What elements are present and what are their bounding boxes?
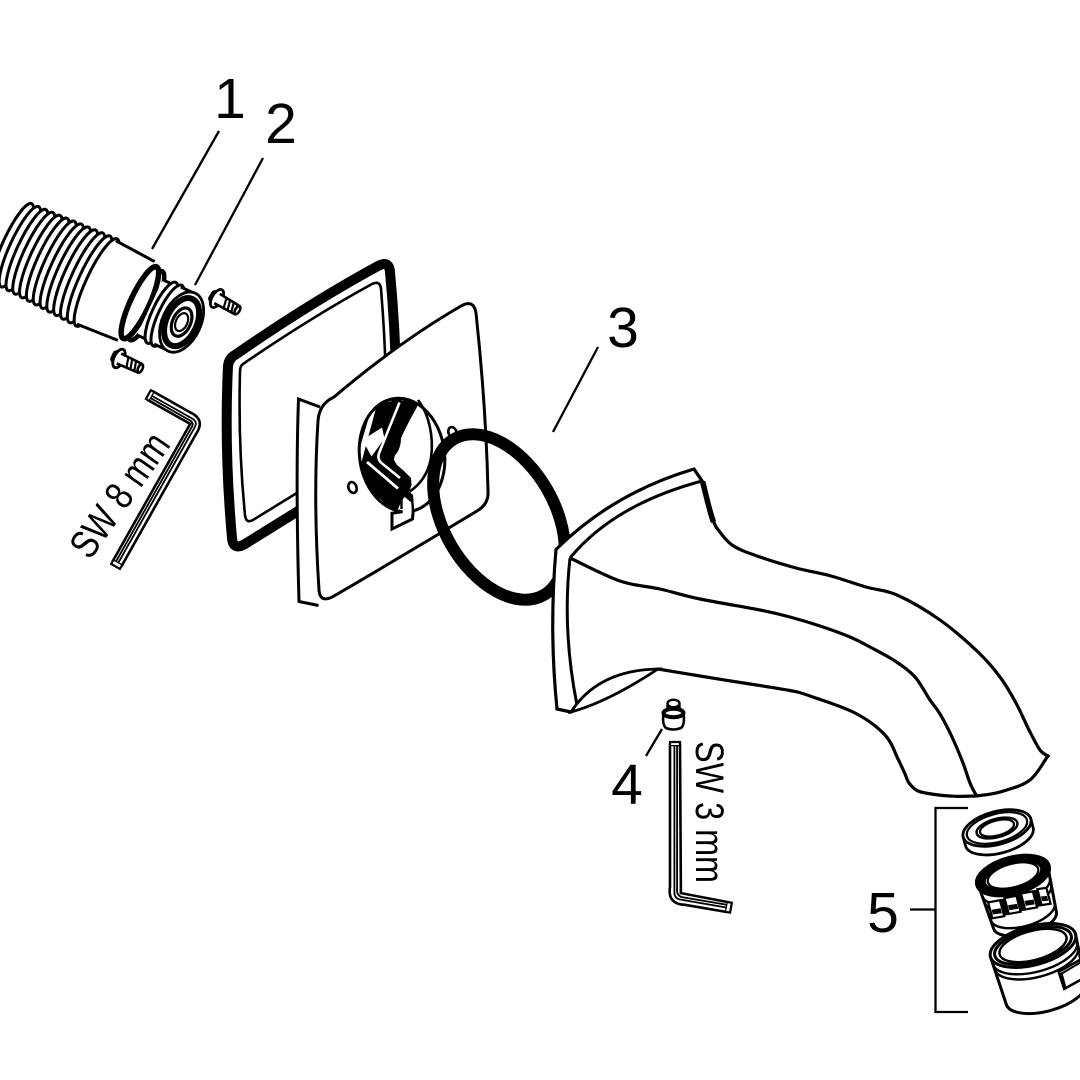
svg-text:4: 4 (611, 753, 643, 817)
svg-text:2: 2 (265, 92, 297, 156)
svg-text:SW 3 mm: SW 3 mm (687, 741, 731, 883)
svg-text:1: 1 (214, 67, 246, 131)
svg-text:3: 3 (607, 296, 639, 360)
svg-text:5: 5 (867, 881, 899, 945)
